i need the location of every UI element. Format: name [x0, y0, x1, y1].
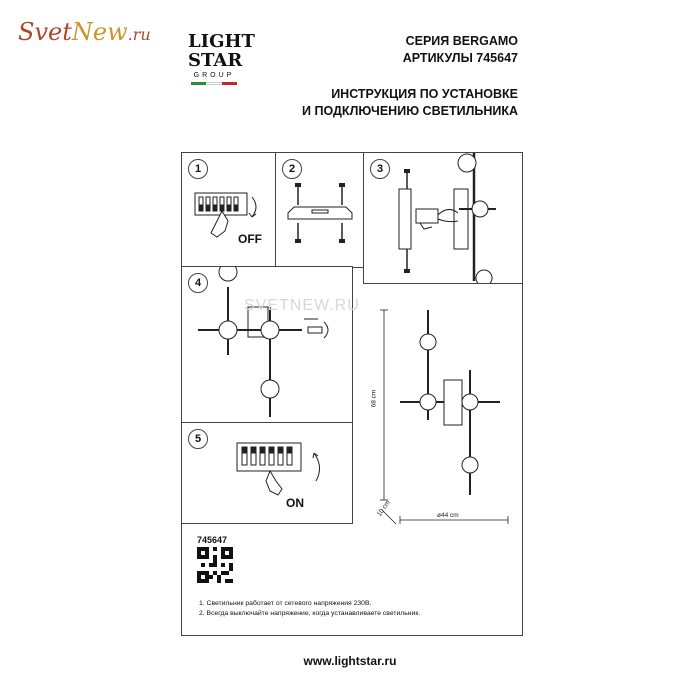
height-dimension: 68 cm [370, 389, 378, 408]
step-number: 5 [188, 429, 208, 449]
dimension-drawing [380, 309, 509, 525]
logo-line-3: GROUP [193, 72, 235, 79]
off-label: OFF [238, 232, 262, 246]
width-dimension: ø44 cm [437, 512, 459, 519]
site-watermark: SvetNew.ru [18, 18, 151, 46]
breaker-on-illustration [236, 442, 320, 496]
step-3-panel: 3 [363, 152, 523, 284]
title-line-2: И ПОДКЛЮЧЕНИЮ СВЕТИЛЬНИКА [302, 104, 518, 118]
on-label: ON [286, 496, 304, 510]
italian-flag-icon [191, 82, 237, 85]
step-1-panel: 1 OFF [181, 152, 277, 268]
step-number: 4 [188, 273, 208, 293]
article-number: АРТИКУЛЫ 745647 [402, 51, 518, 65]
title-line-1: ИНСТРУКЦИЯ ПО УСТАНОВКЕ [331, 87, 518, 101]
series-heading: СЕРИЯ BERGAMO АРТИКУЛЫ 745647 [403, 33, 518, 67]
step-4-panel: 4 [181, 266, 353, 424]
instruction-title: ИНСТРУКЦИЯ ПО УСТАНОВКЕ И ПОДКЛЮЧЕНИЮ СВ… [302, 86, 518, 120]
breaker-off-illustration [194, 192, 257, 238]
note-item: 2. Всегда выключайте напряжение, когда у… [199, 610, 421, 617]
step-5-panel: 5 ON [181, 422, 353, 524]
mounting-bracket-illustration [287, 183, 353, 243]
logo-line-1: LIGHT [188, 31, 255, 52]
step-2-panel: 2 [275, 152, 365, 268]
lightstar-logo: LIGHT STAR GROUP [188, 31, 255, 85]
qr-code-icon [197, 547, 233, 583]
safety-notes: 1. Светильник работает от сетевого напря… [199, 599, 420, 619]
footer-website-link[interactable]: www.lightstar.ru [303, 654, 397, 668]
step-number: 3 [370, 159, 390, 179]
sku-label: 745647 [197, 535, 228, 545]
wiring-connection-illustration [398, 153, 496, 283]
series-name: СЕРИЯ BERGAMO [405, 34, 518, 48]
logo-line-2: STAR [188, 50, 243, 71]
step-number: 1 [188, 159, 208, 179]
center-watermark: SVETNEW.RU [244, 297, 360, 314]
step-number: 2 [282, 159, 302, 179]
assembly-illustration [198, 267, 329, 417]
note-item: 1. Светильник работает от сетевого напря… [199, 600, 372, 607]
